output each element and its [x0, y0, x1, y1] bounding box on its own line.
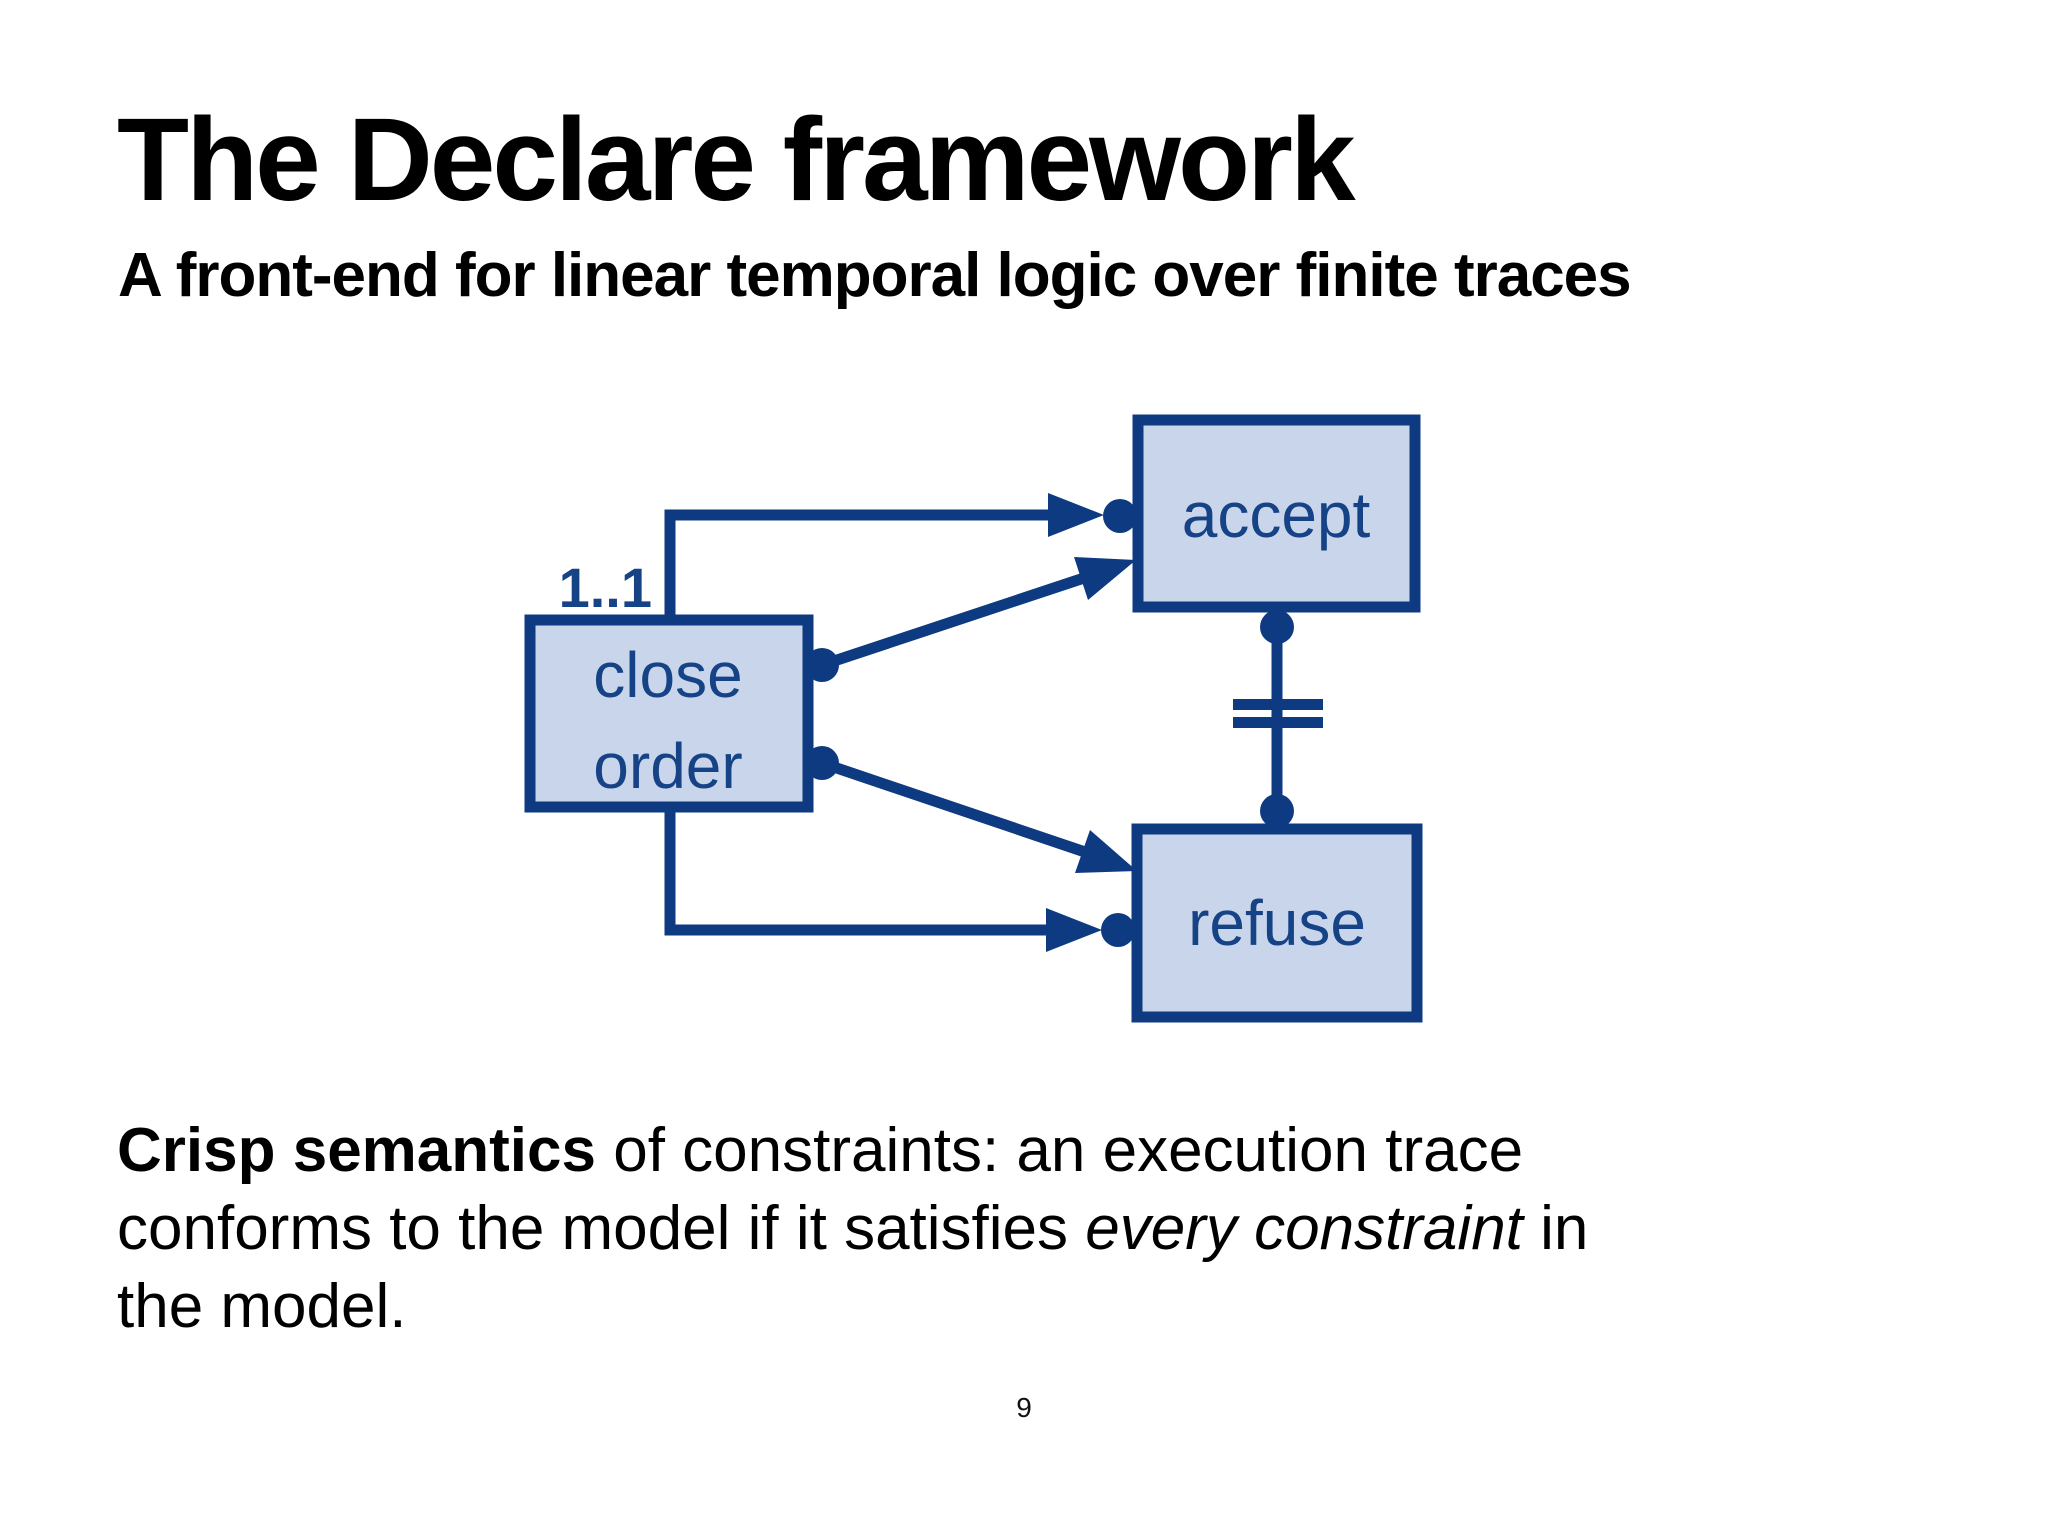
close-order-label-line1: close	[593, 639, 742, 711]
page-number: 9	[1016, 1392, 1032, 1423]
slide-title: The Declare framework	[117, 94, 1356, 226]
precedence-connector-close-accept	[664, 493, 1137, 622]
connector-line	[820, 757, 1087, 858]
body-line-2: conforms to the model if it satisfies ev…	[117, 1190, 1937, 1268]
negation-bar-icon	[1233, 699, 1323, 710]
body-line1-rest: of constraints: an execution trace	[596, 1116, 1524, 1185]
arrowhead-icon	[1048, 493, 1104, 537]
body-line2-post: in	[1522, 1194, 1589, 1263]
arrowhead-icon	[1046, 908, 1102, 952]
body-bold-lead: Crisp semantics	[117, 1116, 596, 1185]
precedence-connector-close-refuse	[664, 807, 1135, 952]
close-order-label-line2: order	[593, 730, 742, 802]
response-connector-close-accept	[805, 557, 1136, 682]
negation-bar-icon	[1233, 717, 1323, 728]
connector-line	[664, 509, 1048, 622]
cardinality-label: 1..1	[559, 556, 652, 619]
arrowhead-icon	[1074, 557, 1136, 600]
refuse-box	[1131, 823, 1423, 1023]
accept-label: accept	[1182, 479, 1371, 551]
accept-box	[1132, 414, 1421, 613]
arrowhead-icon	[1075, 830, 1137, 873]
ball-icon	[1260, 794, 1294, 828]
ball-icon	[1101, 913, 1135, 947]
accept-node: accept	[1132, 414, 1421, 613]
ball-icon	[1260, 610, 1294, 644]
close-order-node: close order 1..1	[524, 556, 814, 813]
body-paragraph: Crisp semantics of constraints: an execu…	[117, 1112, 1937, 1346]
connector-line	[664, 807, 1046, 936]
body-line-1: Crisp semantics of constraints: an execu…	[117, 1112, 1937, 1190]
slide-subtitle: A front-end for linear temporal logic ov…	[118, 241, 1632, 310]
connector-line	[820, 572, 1086, 671]
body-line-3: the model.	[117, 1268, 1937, 1346]
ball-icon	[1103, 499, 1137, 533]
body-line2-pre: conforms to the model if it satisfies	[117, 1194, 1086, 1263]
close-order-box	[524, 614, 814, 813]
response-connector-close-refuse	[805, 746, 1137, 873]
body-italic-phrase: every constraint	[1085, 1194, 1523, 1263]
refuse-label: refuse	[1188, 887, 1366, 959]
not-coexistence-connector-accept-refuse	[1233, 610, 1323, 828]
refuse-node: refuse	[1131, 823, 1423, 1023]
body-line3-text: the model.	[117, 1272, 407, 1341]
